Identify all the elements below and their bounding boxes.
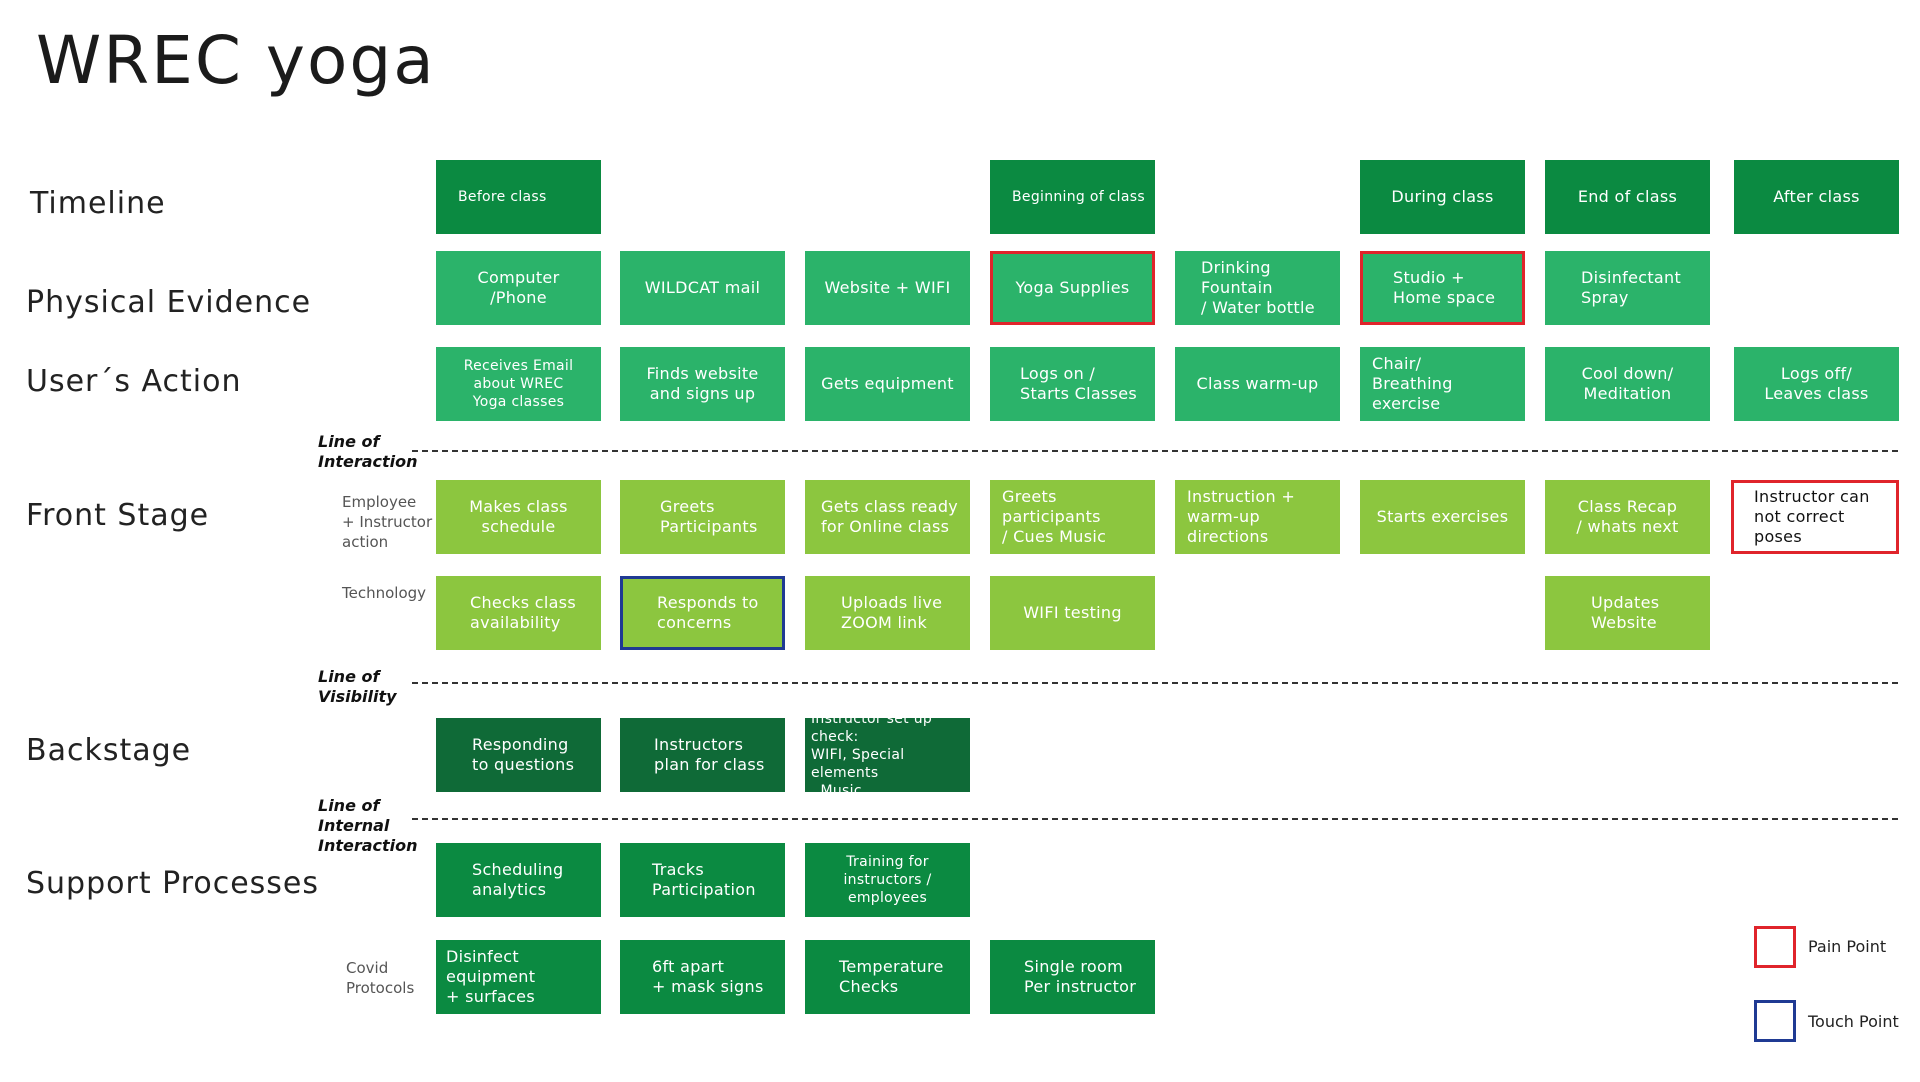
user-receives-email: Receives Email about WREC Yoga classes [436,347,601,421]
user-class-warm-up: Class warm-up [1175,347,1340,421]
backstage-instructors-plan: Instructors plan for class [620,718,785,792]
tech-wifi-testing: WIFI testing [990,576,1155,650]
physical-wildcat-mail: WILDCAT mail [620,251,785,325]
tech-updates-website: Updates Website [1545,576,1710,650]
covid-disinfect-equipment: Disinfect equipment + surfaces [436,940,601,1014]
front-class-recap: Class Recap / whats next [1545,480,1710,554]
front-greets-participants: Greets Participants [620,480,785,554]
row-label-support-processes: Support Processes [26,866,320,901]
covid-temperature-checks: Temperature Checks [805,940,970,1014]
tech-responds-to-concerns: Responds to concerns [620,576,785,650]
sublabel-covid: Covid Protocols [346,959,415,997]
user-logs-on: Logs on / Starts Classes [990,347,1155,421]
support-training: Training for instructors / employees [805,843,970,917]
front-instructor-cannot-correct-poses: Instructor can not correct poses [1731,480,1899,554]
line-label-internal: Line of Internal Interaction [318,796,418,855]
row-label-front-stage: Front Stage [26,498,210,533]
front-greets-cues-music: Greets participants / Cues Music [990,480,1155,554]
physical-computer-phone: Computer /Phone [436,251,601,325]
physical-website-wifi: Website + WIFI [805,251,970,325]
covid-6ft-apart: 6ft apart + mask signs [620,940,785,1014]
line-of-visibility [412,682,1898,684]
line-of-internal-interaction [412,818,1898,820]
row-label-physical-evidence: Physical Evidence [26,285,312,320]
timeline-beginning-of-class: Beginning of class [990,160,1155,234]
user-logs-off: Logs off/ Leaves class [1734,347,1899,421]
row-label-users-action: User´s Action [26,364,242,399]
legend-touch-point-label: Touch Point [1808,1012,1899,1031]
user-chair-breathing: Chair/ Breathing exercise [1360,347,1525,421]
legend-pain-point-swatch [1754,926,1796,968]
legend-touch-point-swatch [1754,1000,1796,1042]
timeline-during-class: During class [1360,160,1525,234]
tech-uploads-zoom-link: Uploads live ZOOM link [805,576,970,650]
sublabel-employee: Employee + Instructor action [342,493,433,551]
user-gets-equipment: Gets equipment [805,347,970,421]
timeline-before-class: Before class [436,160,601,234]
physical-yoga-supplies: Yoga Supplies [990,251,1155,325]
physical-disinfectant-spray: Disinfectant Spray [1545,251,1710,325]
front-makes-class-schedule: Makes class schedule [436,480,601,554]
physical-drinking-fountain: Drinking Fountain / Water bottle [1175,251,1340,325]
timeline-after-class: After class [1734,160,1899,234]
row-label-backstage: Backstage [26,733,192,768]
line-label-visibility: Line of Visibility [318,667,397,706]
line-of-interaction [412,450,1898,452]
backstage-instructor-setup-check: Instructor set up check: WIFI, Special e… [805,711,970,799]
physical-studio-home-space: Studio + Home space [1360,251,1525,325]
front-gets-class-ready: Gets class ready for Online class [805,480,970,554]
backstage-responding-questions: Responding to questions [436,718,601,792]
timeline-end-of-class: End of class [1545,160,1710,234]
tech-checks-class-availability: Checks class availability [436,576,601,650]
sublabel-technology: Technology [342,584,427,602]
front-starts-exercises: Starts exercises [1360,480,1525,554]
support-tracks-participation: Tracks Participation [620,843,785,917]
user-cool-down: Cool down/ Meditation [1545,347,1710,421]
user-finds-website: Finds website and signs up [620,347,785,421]
row-label-timeline: Timeline [30,186,166,221]
support-scheduling-analytics: Scheduling analytics [436,843,601,917]
legend-pain-point-label: Pain Point [1808,937,1887,956]
front-instruction-warm-up: Instruction + warm-up directions [1175,480,1340,554]
covid-single-room: Single room Per instructor [990,940,1155,1014]
page-title: WREC yoga [36,22,436,99]
line-label-interaction: Line of Interaction [318,432,418,471]
